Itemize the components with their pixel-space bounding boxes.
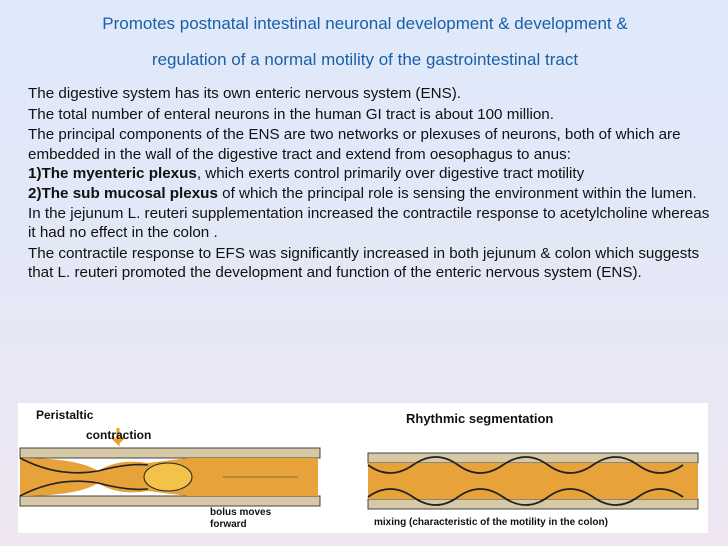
- myenteric-label: 1)The myenteric plexus: [28, 165, 197, 183]
- myenteric-text: , which exerts control primarily over di…: [196, 165, 585, 183]
- paragraph-efs: The contractile response to EFS was sign…: [28, 244, 700, 282]
- contraction-arrow: [110, 428, 126, 447]
- motility-diagram: Peristaltic contraction bolus moves forw…: [19, 408, 699, 530]
- paragraph-components: The principal components of the ENS are …: [28, 125, 718, 243]
- bolus: [143, 462, 193, 492]
- slide-title: Promotes postnatal intestinal neuronal d…: [20, 6, 710, 78]
- bolus-caption-1: bolus moves: [210, 507, 272, 518]
- paragraph-ens: The digestive system has its own enteric…: [28, 85, 461, 102]
- bolus-caption-2: forward: [210, 519, 247, 530]
- paragraph-neuron-count: The total number of enteral neurons in t…: [28, 105, 554, 123]
- mixing-caption: mixing (characteristic of the motility i…: [374, 517, 608, 528]
- segmentation-label: Rhythmic segmentation: [406, 411, 553, 426]
- motility-figure: Peristaltic contraction bolus moves forw…: [18, 403, 708, 533]
- segmentation-tube: [367, 452, 699, 510]
- jejunum-text: In the jejunum L. reuteri supplementatio…: [28, 204, 710, 242]
- title-line-1: Promotes postnatal intestinal neuronal d…: [102, 14, 628, 33]
- peristalsis-tube: [19, 428, 321, 507]
- contraction-label: contraction: [86, 428, 151, 442]
- title-line-2: regulation of a normal motility of the g…: [151, 50, 579, 69]
- slide-body: The digestive system has its own enteric…: [28, 84, 718, 284]
- submucosal-label: 2)The sub mucosal plexus: [28, 184, 218, 202]
- components-text: The principal components of the ENS are …: [28, 126, 681, 163]
- submucosal-text: of which the principal role is sensing t…: [217, 184, 697, 202]
- peristaltic-label: Peristaltic: [36, 408, 94, 422]
